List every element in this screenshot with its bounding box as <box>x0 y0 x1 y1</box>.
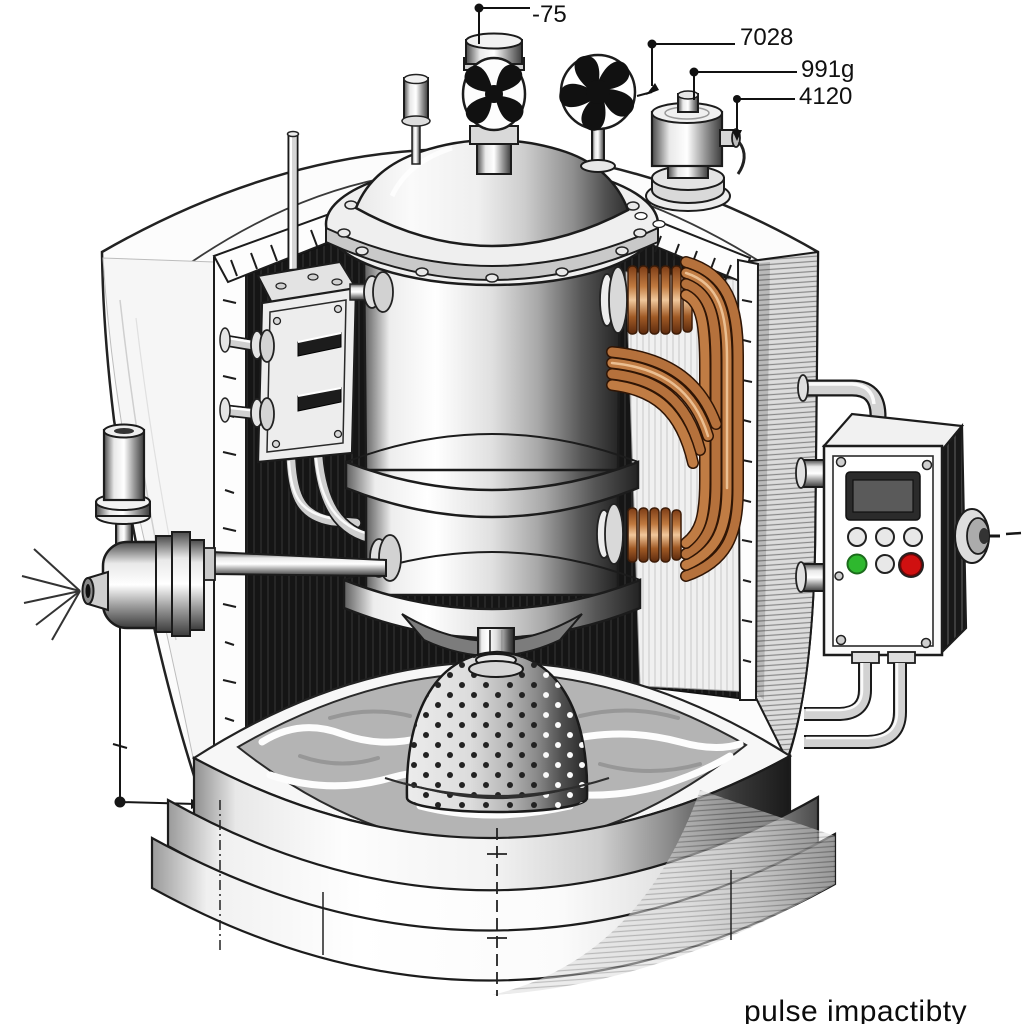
coil-lower-wrap <box>627 507 682 563</box>
button-2 <box>875 527 895 547</box>
panel-buttons <box>846 527 924 578</box>
flange-pin <box>401 73 431 165</box>
caption-text: pulse impactibty <box>744 995 967 1024</box>
control-panel <box>795 374 1022 749</box>
spray-injector <box>21 423 387 641</box>
spray-lines <box>21 548 81 641</box>
label-991g: 991g <box>801 56 854 83</box>
label-7028: 7028 <box>740 24 793 51</box>
panel-knob <box>954 508 1022 564</box>
junction-box-slots <box>297 332 342 412</box>
injector-valve-stack <box>95 423 151 555</box>
vessel-upper-band <box>344 460 640 519</box>
button-1 <box>847 527 867 547</box>
solenoid-canister <box>634 90 746 229</box>
panel-side-stubs <box>795 457 828 593</box>
coil-middle-bundle <box>606 346 722 469</box>
pedestal-right-hatch <box>492 790 835 995</box>
label-top: -75 <box>532 1 567 28</box>
base-pedestal <box>150 754 837 996</box>
panel-screws <box>834 456 933 649</box>
vessel-right-ports <box>596 266 628 565</box>
pedestal-seams <box>219 800 732 996</box>
label-4120: 4120 <box>799 83 852 110</box>
panel-display-screen <box>852 479 914 513</box>
sparger-dome <box>384 650 610 814</box>
button-red <box>899 553 923 577</box>
inner-vessel <box>324 73 660 671</box>
junction-box-inlet-pipes <box>219 327 275 431</box>
button-4 <box>875 554 895 574</box>
panel-bottom-pipes <box>804 651 916 749</box>
valve-fan-blades <box>464 64 524 124</box>
labels: -75 7028 991g 4120 pulse impactibty <box>532 1 967 1024</box>
injector-body <box>81 531 205 637</box>
relief-valve <box>461 32 527 132</box>
junction-box <box>219 130 404 548</box>
leader-lines <box>474 3 797 141</box>
copper-heat-coil <box>606 256 744 582</box>
vessel-neck <box>469 125 519 175</box>
button-3 <box>903 527 923 547</box>
button-green <box>846 553 868 575</box>
disc-fan-blades <box>559 55 634 131</box>
vessel-left-port-upper <box>349 271 394 313</box>
fan-disc <box>559 53 653 173</box>
ripple-rings <box>384 777 610 800</box>
